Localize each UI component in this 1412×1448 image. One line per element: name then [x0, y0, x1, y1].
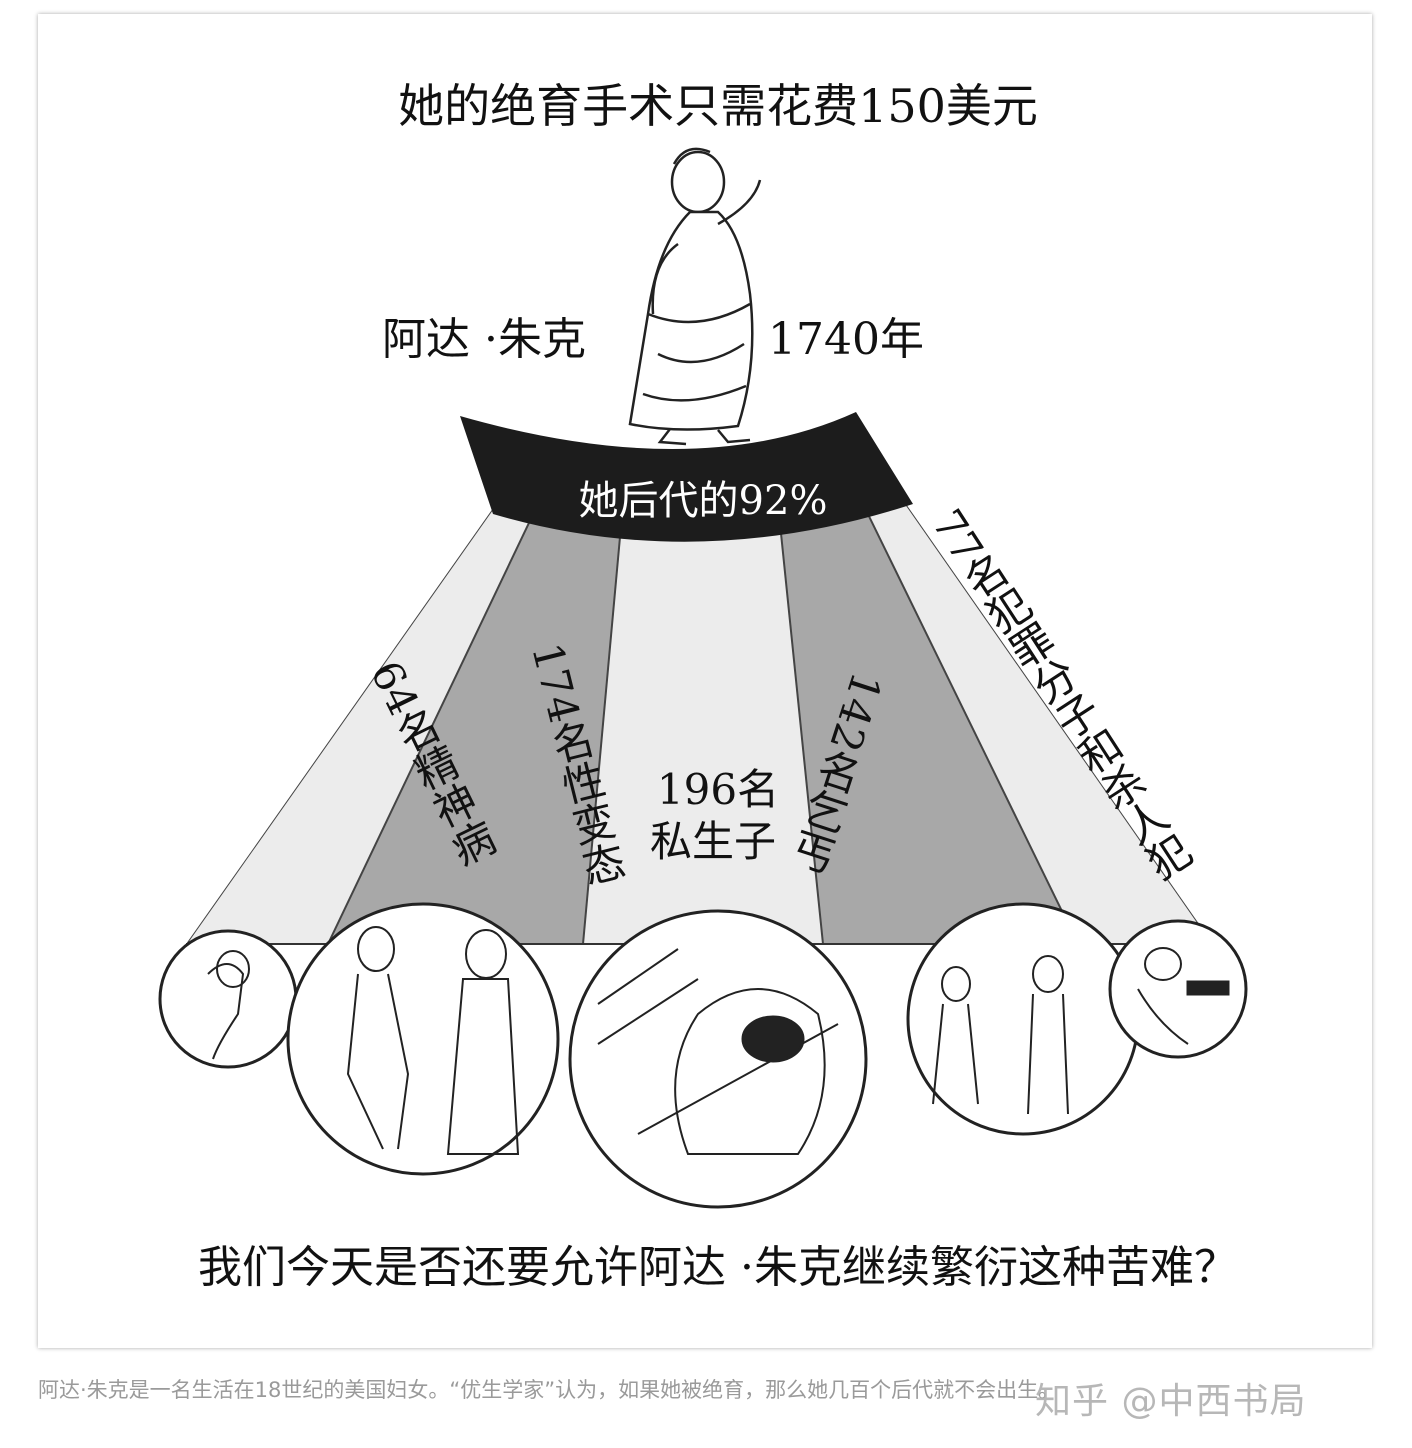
diagram-title: 她的绝育手术只需花费150美元	[398, 79, 1038, 133]
group-illegitimate-count: 196名	[657, 765, 779, 814]
bottom-question: 我们今天是否还要允许阿达 ·朱克继续繁衍这种苦难？	[198, 1242, 1238, 1293]
eugenics-diagram: 她的绝育手术只需花费150美元 阿达 ·朱克 1740年	[38, 14, 1372, 1348]
circle-criminals	[1110, 921, 1246, 1057]
circle-beggars	[908, 904, 1138, 1134]
illustration-figure: 她的绝育手术只需花费150美元 阿达 ·朱克 1740年	[38, 14, 1372, 1348]
circle-sexual-deviance	[288, 904, 558, 1174]
circle-mental-illness	[160, 931, 296, 1067]
year-label: 1740年	[768, 314, 924, 365]
descendants-label: 她后代的92%	[579, 478, 828, 524]
circle-illegitimate	[570, 911, 866, 1207]
person-name: 阿达 ·朱克	[382, 314, 586, 365]
group-illegitimate-label: 私生子	[650, 817, 776, 866]
woman-figure	[630, 149, 760, 444]
watermark: 知乎 @中西书局	[1035, 1372, 1306, 1424]
